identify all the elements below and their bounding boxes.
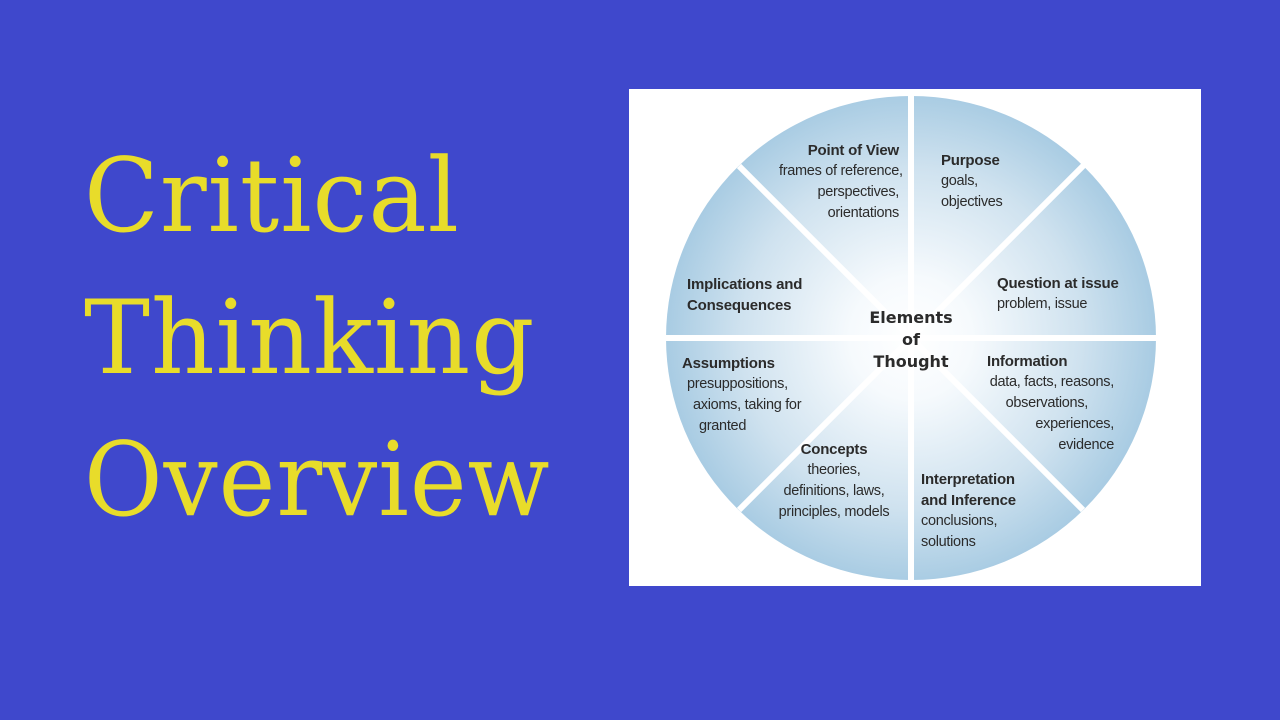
segment-detail: definitions, laws, — [783, 483, 885, 499]
segment-detail: frames of reference, — [779, 163, 903, 179]
center-label-line: Thought — [873, 352, 949, 371]
segment-heading: Concepts — [800, 441, 868, 458]
segment-heading: Purpose — [941, 152, 1000, 169]
segment-heading: Information — [987, 353, 1068, 370]
wheel-graphic — [659, 89, 1169, 586]
title-line-critical: Critical — [84, 137, 460, 256]
segment-detail: evidence — [1058, 437, 1114, 453]
segment-concepts: Concepts theories, definitions, laws, pr… — [769, 439, 899, 523]
segment-dividers — [659, 89, 1169, 586]
segment-heading: Consequences — [687, 297, 792, 314]
segment-detail: granted — [699, 418, 747, 434]
center-label-line: Elements — [869, 308, 953, 327]
title-line-thinking: Thinking — [84, 279, 536, 398]
segment-detail: perspectives, — [817, 184, 899, 200]
segment-detail: objectives — [941, 194, 1003, 210]
segment-heading: Interpretation — [921, 471, 1015, 488]
segment-assumptions: Assumptions presuppositions, axioms, tak… — [682, 353, 802, 437]
segment-heading: and Inference — [921, 492, 1016, 509]
segment-detail: experiences, — [1035, 416, 1114, 432]
segment-detail: observations, — [1005, 395, 1089, 411]
segment-interpretation-and-inference: Interpretation and Inference conclusions… — [921, 469, 1016, 553]
elements-of-thought-diagram: Point of View frames of reference, persp… — [629, 89, 1201, 586]
segment-detail: solutions — [921, 534, 976, 550]
segment-detail: data, facts, reasons, — [989, 374, 1115, 390]
segment-detail: orientations — [827, 205, 900, 221]
center-label-elements-of-thought: Elements of Thought — [851, 307, 971, 373]
segment-point-of-view: Point of View frames of reference, persp… — [779, 140, 903, 224]
segment-implications-and-consequences: Implications and Consequences — [687, 274, 802, 316]
title-line-overview: Overview — [84, 421, 551, 540]
segment-purpose: Purpose goals, objectives — [941, 150, 1003, 213]
segment-question-at-issue: Question at issue problem, issue — [997, 273, 1119, 315]
page-title: Critical Thinking Overview — [84, 126, 580, 552]
segment-detail: theories, — [807, 462, 861, 478]
segment-heading: Assumptions — [682, 355, 775, 372]
segment-information: Information data, facts, reasons, observ… — [979, 351, 1114, 456]
segment-detail: problem, issue — [997, 296, 1088, 312]
segment-heading: Question at issue — [997, 275, 1119, 292]
segment-detail: conclusions, — [921, 513, 998, 529]
center-label-line: of — [902, 330, 920, 349]
segment-detail: principles, models — [778, 504, 890, 520]
segment-detail: presuppositions, — [687, 376, 788, 392]
segment-heading: Point of View — [807, 142, 899, 159]
segment-detail: axioms, taking for — [693, 397, 802, 413]
segment-heading: Implications and — [687, 276, 803, 293]
segment-detail: goals, — [941, 173, 978, 189]
